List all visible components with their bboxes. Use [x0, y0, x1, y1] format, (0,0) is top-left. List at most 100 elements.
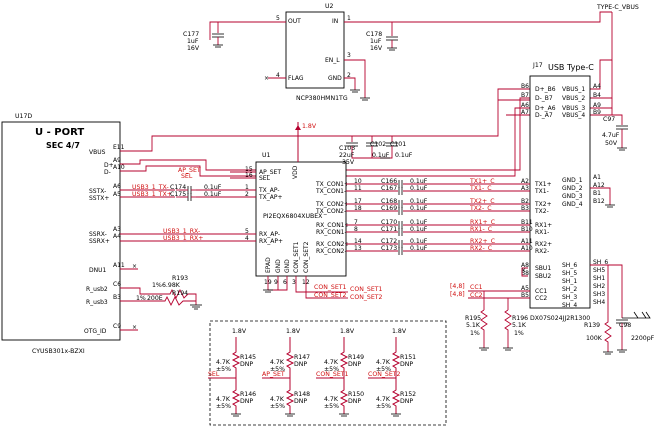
r139-ref: R139	[584, 322, 600, 329]
j17-right-pin-num: SH3	[593, 291, 605, 298]
u17d-title: U - PORT	[35, 127, 84, 138]
j17-right-pin-num: SH5	[593, 267, 605, 274]
u1-bottom-pin-name: GND	[275, 259, 282, 273]
u1-bottom-pin-name: GND	[284, 259, 291, 273]
strap-top-ref: R147	[294, 354, 310, 361]
right-net-label: TX1+_C	[469, 178, 495, 185]
u17d-pin-vbus-num: E11	[113, 144, 125, 151]
c97	[616, 125, 628, 151]
u1-right-pin-num: 14	[354, 238, 362, 245]
strap-net: AP_SET	[262, 371, 285, 378]
u1-left-pin-num: 16	[245, 172, 253, 179]
c101-ref: C101	[390, 141, 406, 148]
u1-right-pin-name: RX_CON2+	[316, 241, 350, 248]
right-cap-val: 0.1uF	[410, 219, 428, 226]
strap-bot-note: DNP	[400, 398, 413, 405]
cc1-sheet: [4,8]	[450, 283, 465, 290]
right-cap-val: 0.1uF	[410, 205, 428, 212]
j17-left-pin-num: B6	[521, 83, 529, 90]
j17-right-pin-name: SH_2	[562, 286, 577, 293]
cc2-sheet: [4,8]	[450, 291, 465, 298]
j17-right-pin-num: SH4	[593, 299, 605, 306]
strap-top-ref: R149	[348, 354, 364, 361]
u1-left-pin-num: 5	[245, 228, 249, 235]
net-vbus: TYPE-C_VBUS	[596, 4, 639, 11]
u1-right-pin-num: 10	[354, 178, 362, 185]
u1-right-pin-name: TX_CON1-	[315, 188, 346, 195]
u1-bottom-pin-name: CON_SET1	[293, 241, 300, 273]
right-cap-val: 0.1uF	[410, 245, 428, 252]
c98-val: 2200pF	[631, 335, 655, 342]
u2-part: NCP380HMN1TG	[296, 95, 348, 102]
r193-val: 6.98K	[162, 282, 181, 289]
net-usb3-rx-pos: USB3_1_RX+	[163, 235, 204, 242]
u17d-sec: SEC 4/7	[46, 141, 80, 150]
j17-right-pin-name: SH_6	[562, 262, 577, 269]
u1-left-pin-name: RX_AP-	[259, 231, 280, 238]
u17d-pin-dp: D+	[104, 162, 114, 169]
j17-right-pin-num: B4	[593, 92, 601, 99]
strap-bot-tol: ±5%	[324, 403, 339, 410]
u2-wires	[209, 11, 623, 125]
u17d-pin-dm-num: A10	[113, 164, 125, 171]
right-cap-ref: C173	[381, 245, 397, 252]
u17d-block: U17D U - PORT SEC 4/7 CYUSB301x-BZXI VBU…	[1, 113, 125, 355]
strap-top-val: 4.7K	[216, 359, 231, 366]
j17-right-pin-name: GND_4	[562, 201, 583, 208]
u1-right-pin-name: RX_CON2-	[316, 248, 347, 255]
right-cap-val: 0.1uF	[410, 226, 428, 233]
strap-bot-tol: ±5%	[376, 403, 391, 410]
strap-top-val: 4.7K	[270, 359, 285, 366]
u17d-pin-otgid: OTG_ID	[84, 328, 107, 335]
u1-right-pin-name: RX_CON1-	[316, 229, 347, 236]
c97-val: 4.7uF	[602, 132, 620, 139]
strap-top-note: DNP	[240, 361, 253, 368]
j17-right-pin-num: SH1	[593, 275, 605, 282]
right-net-label: TX1-_C	[469, 185, 492, 192]
net-usb3-tx-neg: USB3_1_TX-	[132, 184, 169, 191]
c175-ref: C175	[170, 191, 186, 198]
j17-right-pin-name: GND_1	[562, 177, 583, 184]
u1-right-pin-name: TX_CON2-	[315, 208, 346, 215]
j17-left-pin-name: D-_B7	[535, 95, 553, 102]
u2-pin-flag-num: 4	[276, 72, 280, 79]
u1-left-pin-name: RX_AP+	[259, 238, 283, 245]
u1-right-pin-num: 11	[354, 185, 362, 192]
r139	[603, 318, 613, 355]
strap-box	[209, 320, 447, 426]
right-cap-val: 0.1uF	[410, 198, 428, 205]
u17d-pin-ssrxn-num: A3	[113, 226, 121, 233]
u1-right-pin-name: TX_CON2+	[315, 201, 349, 208]
u1-part: PI2EQX6804XUBEX	[263, 213, 323, 220]
u17d-pin-rusb3-num: B3	[113, 294, 121, 301]
j17-left-pin-name: RX1-	[535, 229, 549, 236]
j17-right-pin-name: VBUS_3	[562, 105, 585, 112]
right-cap-val: 0.1uF	[410, 185, 428, 192]
j17-left-pin-name: SBU2	[535, 273, 551, 280]
strap-top-note: DNP	[348, 361, 361, 368]
j17-left-pin-num: B2	[521, 198, 529, 205]
u2-pin-out: OUT	[288, 18, 301, 25]
j17-left-pin-num: A6	[521, 102, 529, 109]
c178-ref: C178	[366, 31, 382, 38]
j17-right-pin-name: SH_3	[562, 294, 577, 301]
j17-title: USB Type-C	[548, 63, 594, 72]
j17-block: J17 USB Type-C DX07S024JJ2R1300	[529, 62, 594, 322]
u17d-pin-vbus: VBUS	[89, 149, 106, 156]
j17-left-pin-name: TX1-	[534, 188, 549, 195]
ground-symbol	[350, 89, 370, 101]
u1-vdd-net: 1.8V	[302, 123, 317, 130]
u17d-pin-ssrxp: SSRX+	[89, 238, 110, 245]
c177-v: 16V	[187, 45, 200, 52]
u1-left-pin-num: 2	[245, 191, 249, 198]
net-con-set2-b: CON_SET2	[350, 294, 383, 301]
j17-right-pin-num: SH_6	[593, 259, 608, 266]
c97-v: 50V	[605, 140, 618, 147]
nc-mark-sbu: ×	[521, 267, 526, 274]
r193-ref: R193	[172, 275, 188, 282]
j17-left-pin-name: D+_B6	[535, 86, 556, 93]
strap-bot-tol: ±5%	[216, 403, 231, 410]
c103-val: 22uF	[339, 152, 355, 159]
